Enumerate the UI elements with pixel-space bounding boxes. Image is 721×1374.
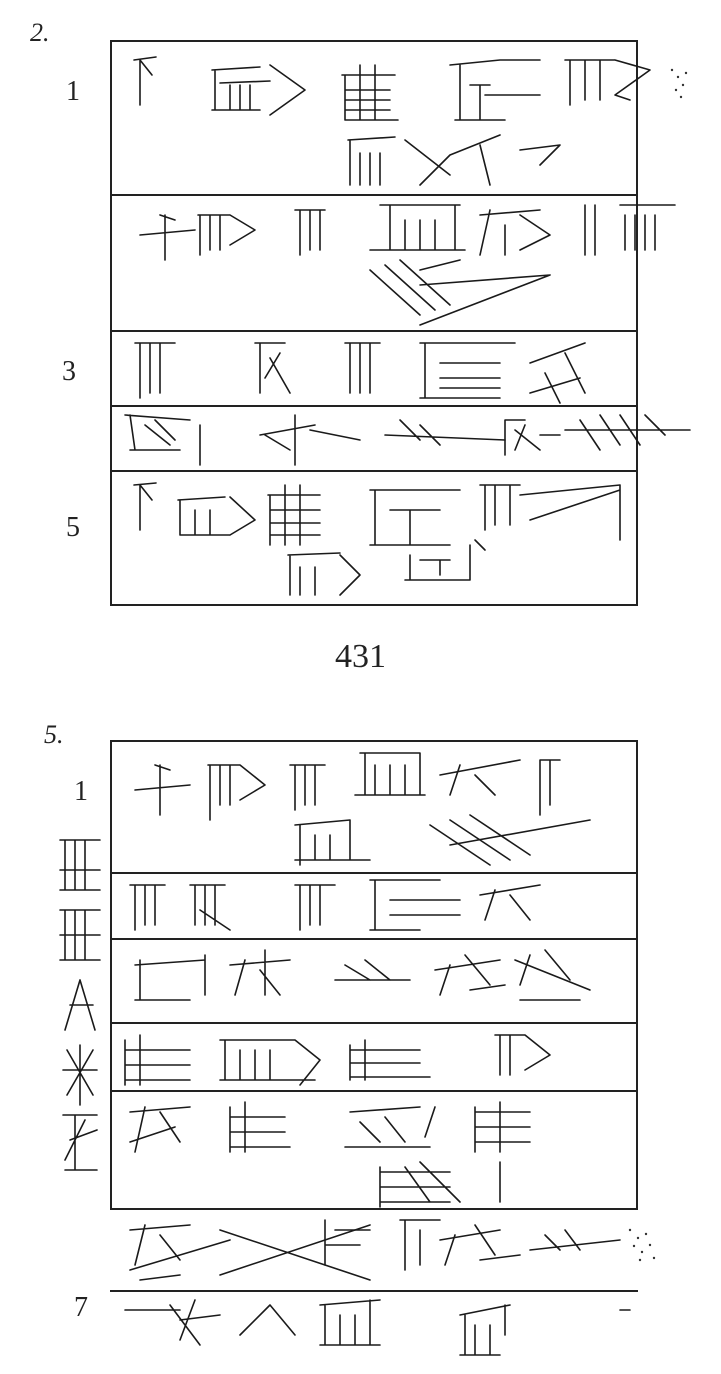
cuneiform-signs-lower-line-7 [124,1299,631,1356]
tablet-5-frame [110,740,638,1210]
cuneiform-signs-lower-line-6 [129,1219,656,1281]
ruling-line [110,1090,638,1092]
tablet-label-5: 5. [44,720,64,749]
line-number: 5 [66,512,80,543]
cuneiform-signs-lower-line-3 [134,949,591,1001]
tablet-2-frame [110,40,638,606]
tablet-label-2: 2. [30,18,50,47]
cuneiform-signs-lower-line-5 [129,1101,531,1208]
catalog-number: 431 [335,638,386,675]
line-number: 1 [66,76,80,107]
cuneiform-signs-lower-line-4 [124,1034,551,1086]
ruling-line [110,938,638,940]
cuneiform-signs-upper-line-5 [133,482,621,596]
ruling-line [110,1290,638,1292]
ruling-line [110,872,638,874]
cuneiform-signs-lower-line-2 [129,879,541,931]
cuneiform-signs-upper-line-3 [134,342,586,404]
line-number: 7 [74,1292,88,1323]
cuneiform-signs-lower-line-1 [134,752,591,866]
cuneiform-signs-upper-line-1 [133,56,688,186]
ruling-line [110,470,638,472]
ruling-line [110,330,638,332]
cuneiform-signs-upper-line-4 [124,414,691,466]
line-number: 1 [74,776,88,807]
ruling-line [110,194,638,196]
ruling-line [110,405,638,407]
ruling-line [110,1022,638,1024]
line-number: 3 [62,356,76,387]
cuneiform-signs-left-edge [59,839,101,1171]
cuneiform-signs-upper-line-2 [139,204,676,326]
ruling-line [110,1208,638,1210]
